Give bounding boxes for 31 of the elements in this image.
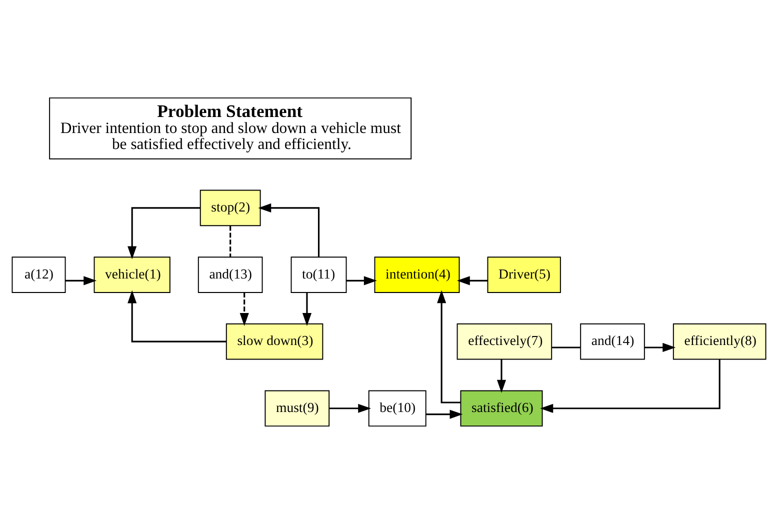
arrow	[240, 292, 249, 326]
node-box: and(13)	[198, 256, 263, 292]
node-box: stop(2)	[200, 189, 261, 226]
arrow	[426, 409, 463, 418]
arrow	[128, 206, 200, 259]
node-box: satisfied(6)	[460, 390, 543, 426]
node-box: vehicle(1)	[94, 256, 170, 292]
node-box: effectively(7)	[456, 322, 552, 360]
node-box: efficiently(8)	[672, 322, 766, 360]
arrow	[496, 358, 506, 392]
arrow	[302, 292, 312, 326]
connector	[230, 225, 232, 256]
arrow	[437, 290, 461, 403]
node-box: Driver(5)	[487, 256, 561, 292]
arrow	[329, 403, 372, 412]
arrow	[540, 358, 720, 412]
node-box: to(11)	[290, 256, 347, 292]
node-box: must(9)	[264, 390, 330, 426]
node-box: slow down(3)	[226, 322, 324, 360]
arrow	[456, 276, 488, 285]
node-box: and(14)	[580, 322, 645, 360]
arrow	[644, 342, 676, 352]
node-box: intention(4)	[374, 256, 460, 292]
arrow	[258, 202, 320, 256]
arrow	[128, 290, 226, 342]
arrow	[66, 276, 97, 285]
node-box: Problem Statement Driver intention to stop and slow down a vehicle must be satisfied effectively and efficiently.	[49, 96, 412, 159]
arrow	[346, 276, 377, 285]
node-box: be(10)	[368, 390, 426, 426]
connector	[552, 346, 580, 348]
node-box: a(12)	[12, 256, 66, 292]
